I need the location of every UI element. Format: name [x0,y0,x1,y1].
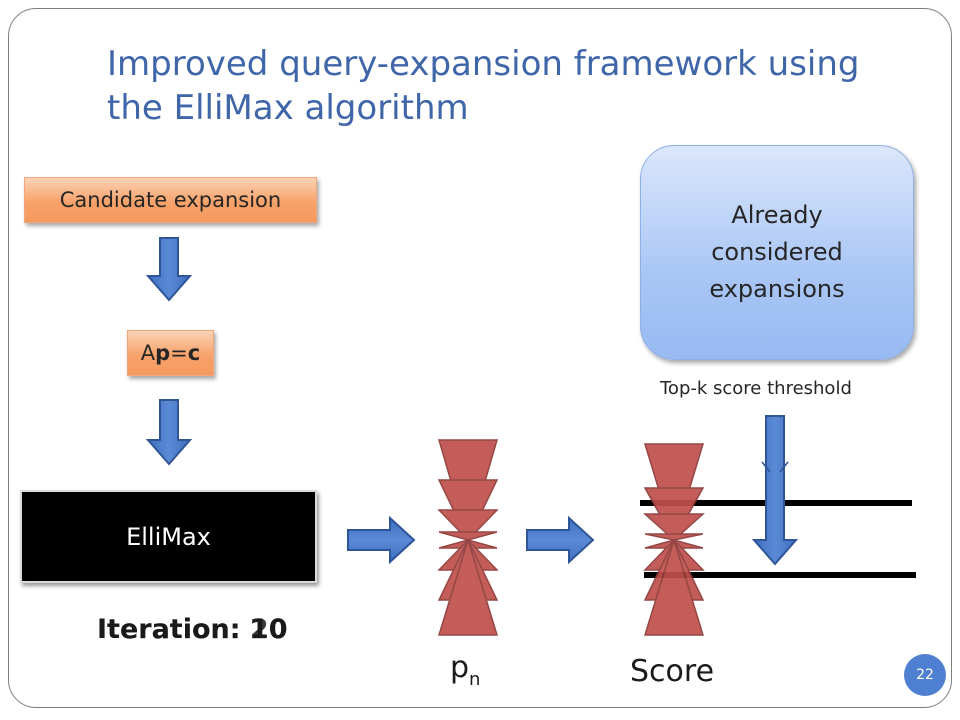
slide-title: Improved query-expansion framework using… [107,42,907,130]
ap-c: c [187,341,201,365]
ap-prefix: A [140,341,156,365]
iteration-label-b: Iteration: 20 [97,614,288,645]
already-line-3: expansions [709,275,845,303]
already-line-2: considered [711,238,843,266]
down-arrow-2 [145,399,193,466]
candidate-expansion-box: Candidate expansion [24,177,317,223]
ellimax-box: ElliMax [20,490,317,583]
pn-label: pn [450,650,480,690]
right-arrow-2 [526,515,595,565]
title-line-2: the ElliMax algorithm [107,88,469,128]
topk-down-arrow [751,415,799,566]
already-considered-box: Already considered expansions [640,145,914,360]
topk-threshold-label: Top-k score threshold [660,378,852,399]
score-triangle-stack [643,443,705,636]
ap-p: p [155,341,171,365]
pn-base: p [450,650,470,685]
score-label: Score [630,654,715,689]
already-line-1: Already [731,201,823,229]
topk-arrow-tick [761,461,771,473]
pn-subscript: n [469,669,481,690]
iteration-label-a: Iteration: 10 [97,614,288,645]
page-number-badge: 22 [904,654,946,696]
down-arrow-1 [145,237,193,302]
pn-triangle-stack [437,439,499,636]
right-arrow-1 [347,515,416,565]
title-line-1: Improved query-expansion framework using [107,44,860,84]
ap-eq: = [170,341,188,365]
